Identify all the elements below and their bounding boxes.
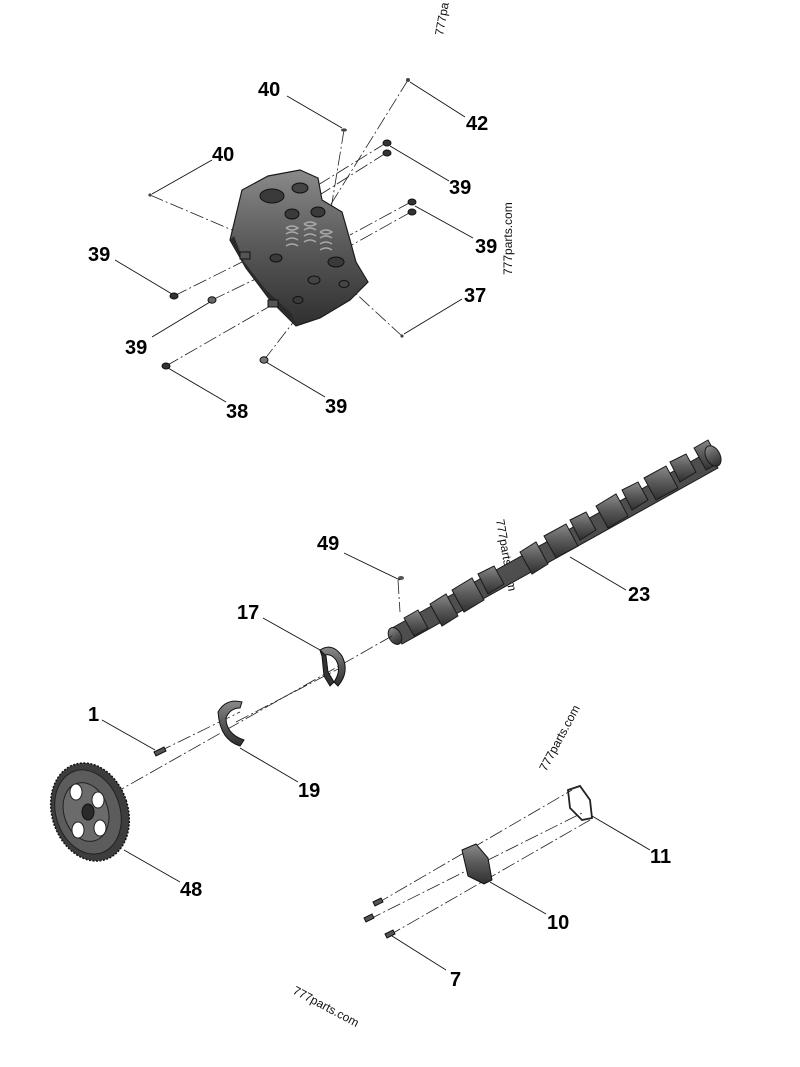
callout-10: 10 <box>547 912 569 934</box>
assembly-line-bearing <box>235 667 341 723</box>
camshaft-gear <box>49 762 131 862</box>
thrust-bearing-19 <box>217 700 245 747</box>
dowel-pin-1 <box>153 746 167 757</box>
thrust-bearing-17 <box>319 646 346 687</box>
callout-42: 42 <box>466 113 488 135</box>
callout-39-left-top: 39 <box>88 244 110 266</box>
callout-40-upper: 40 <box>258 79 280 101</box>
callout-7: 7 <box>450 969 461 991</box>
camshaft <box>387 439 722 645</box>
bolts-7 <box>363 897 396 939</box>
leader-lines <box>101 81 651 971</box>
gasket-11 <box>567 784 593 821</box>
callout-39-left-bottom: 39 <box>125 337 147 359</box>
callout-23: 23 <box>628 584 650 606</box>
callout-17: 17 <box>237 602 259 624</box>
callout-39-right-top: 39 <box>449 177 471 199</box>
cylinder-head <box>229 169 369 327</box>
callout-1: 1 <box>88 704 99 726</box>
callouts: 40 42 40 39 39 39 37 39 38 39 49 23 17 1… <box>88 79 671 991</box>
callout-11: 11 <box>650 846 671 868</box>
watermark-top: 777pa <box>432 1 452 37</box>
assembly-lines-top <box>149 79 412 367</box>
watermark-right-upper: 777parts.com <box>501 202 515 275</box>
assembly-line-camshaft <box>119 635 393 791</box>
callout-48: 48 <box>180 879 202 901</box>
callout-49: 49 <box>317 533 339 555</box>
cover-plate-10 <box>461 843 493 885</box>
watermark-bottom: 777parts.com <box>291 983 362 1029</box>
callout-40-left: 40 <box>212 144 234 166</box>
callout-19: 19 <box>298 780 320 802</box>
callout-39-bottom: 39 <box>325 396 347 418</box>
small-parts-top <box>148 78 417 370</box>
callout-37: 37 <box>464 285 486 307</box>
watermark-right-lower: 777parts.com <box>536 703 582 774</box>
callout-39-right-mid: 39 <box>475 236 497 258</box>
callout-38: 38 <box>226 401 248 423</box>
